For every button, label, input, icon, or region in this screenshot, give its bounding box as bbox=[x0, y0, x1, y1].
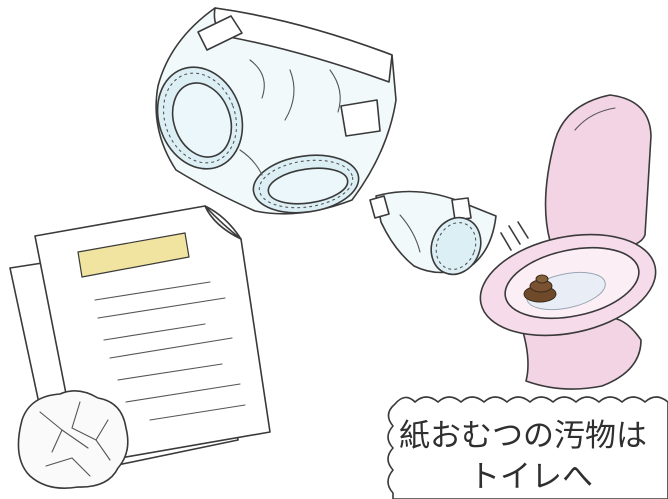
tape-diaper-leg-elastic bbox=[435, 222, 477, 270]
poop bbox=[523, 274, 557, 303]
tape-diaper-leg-opening bbox=[430, 216, 482, 276]
caption-line-1: 紙おむつの汚物は bbox=[399, 418, 647, 454]
toilet-lid bbox=[544, 94, 652, 252]
crumpled-tissue-body bbox=[17, 390, 129, 489]
crumpled-tissue bbox=[17, 390, 129, 489]
crumpled-tissue-wrinkles bbox=[39, 401, 111, 477]
tape-diaper-tape-right bbox=[451, 197, 472, 221]
pants-diaper-leg-elastic-right bbox=[258, 159, 354, 209]
pants-diaper bbox=[155, 7, 397, 215]
caption-bubble-cloud bbox=[387, 396, 668, 499]
paper-highlight-box bbox=[77, 232, 190, 278]
pants-diaper-leg-inner-right bbox=[267, 167, 349, 205]
tape-diaper-tape-left bbox=[369, 195, 390, 219]
paper-folded-corner bbox=[204, 205, 242, 240]
pants-diaper-folds bbox=[239, 59, 341, 176]
pants-diaper-leg-inner-left bbox=[171, 82, 233, 158]
pants-diaper-tape-left bbox=[197, 15, 243, 51]
pants-diaper-tape-right bbox=[340, 99, 381, 137]
paper-text-lines bbox=[94, 281, 246, 421]
motion-lines bbox=[500, 221, 529, 251]
caption-line-2: トイレへ bbox=[469, 459, 593, 495]
caption-bubble: 紙おむつの汚物は トイレへ bbox=[387, 396, 668, 499]
tape-diaper bbox=[369, 190, 497, 276]
pants-diaper-leg-elastic-left bbox=[162, 72, 238, 164]
toilet-lid-highlight bbox=[574, 107, 616, 131]
toilet bbox=[479, 94, 657, 390]
tape-diaper-fold bbox=[399, 214, 421, 253]
